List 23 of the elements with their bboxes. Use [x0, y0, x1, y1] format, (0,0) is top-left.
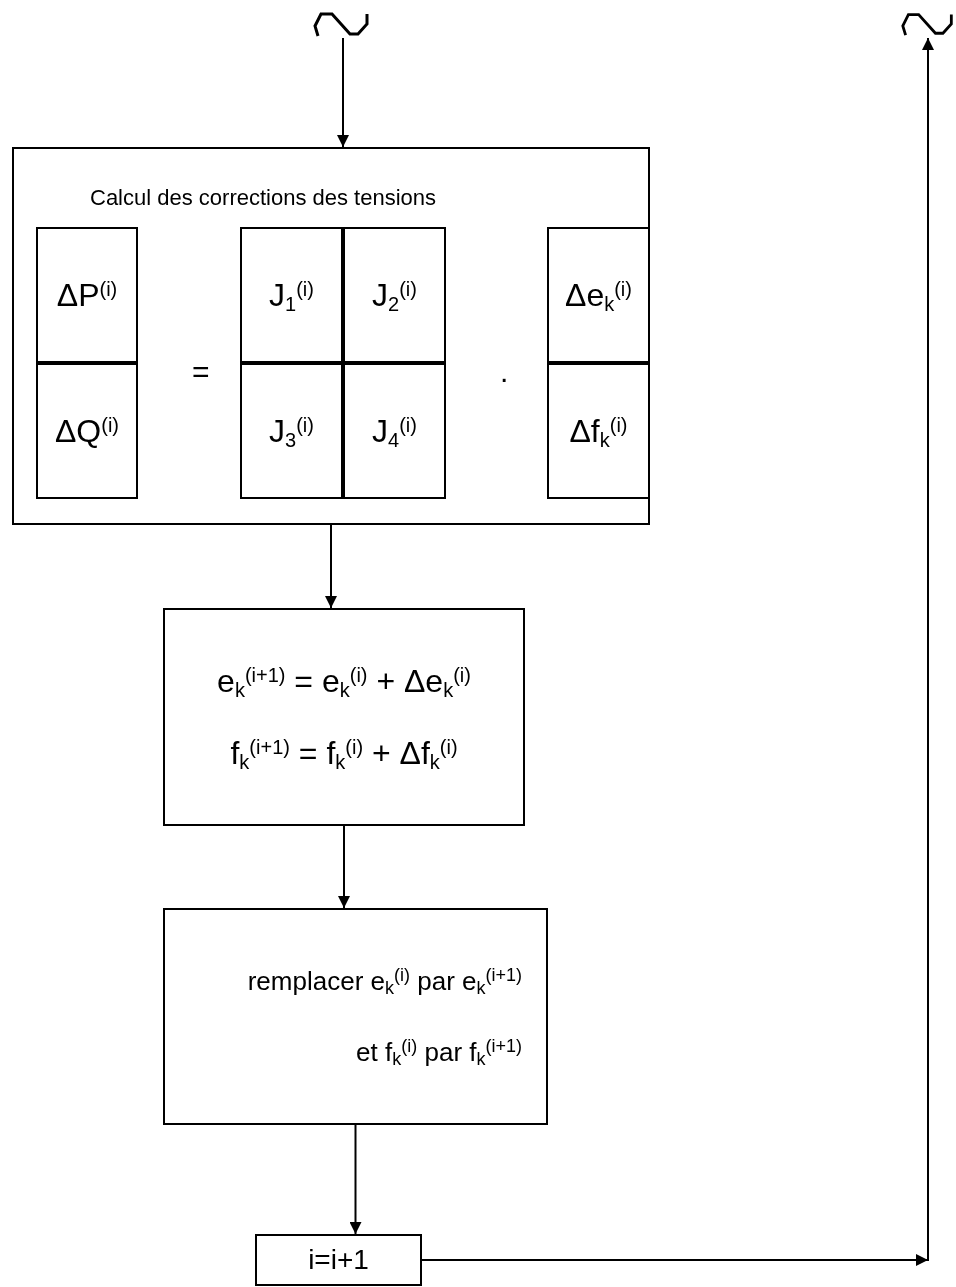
arrow: [421, 37, 934, 1266]
matrix-cell: [36, 363, 138, 499]
box-title: Calcul des corrections des tensions: [90, 184, 437, 212]
matrix-cell: [343, 227, 446, 363]
arrow: [325, 524, 337, 609]
matrix-cell: [36, 227, 138, 363]
formula-text: i=i+1: [308, 1243, 369, 1277]
arrow: [338, 825, 350, 909]
matrix-cell: [547, 363, 650, 499]
multiplication-dot: .: [500, 354, 509, 390]
process-box: [12, 147, 650, 525]
process-box: [163, 608, 525, 826]
matrix-entry: ΔP$^{(i)}$: [56, 276, 118, 315]
process-box: [255, 1234, 422, 1286]
arrow: [337, 37, 349, 148]
matrix-cell: [547, 227, 650, 363]
arrow: [349, 1124, 362, 1235]
process-box: [163, 908, 548, 1125]
matrix-cell: [343, 363, 446, 499]
equals-sign: =: [192, 354, 210, 390]
matrix-entry: ΔQ$^{(i)}$: [55, 412, 119, 451]
matrix-cell: [240, 227, 343, 363]
matrix-cell: [240, 363, 343, 499]
